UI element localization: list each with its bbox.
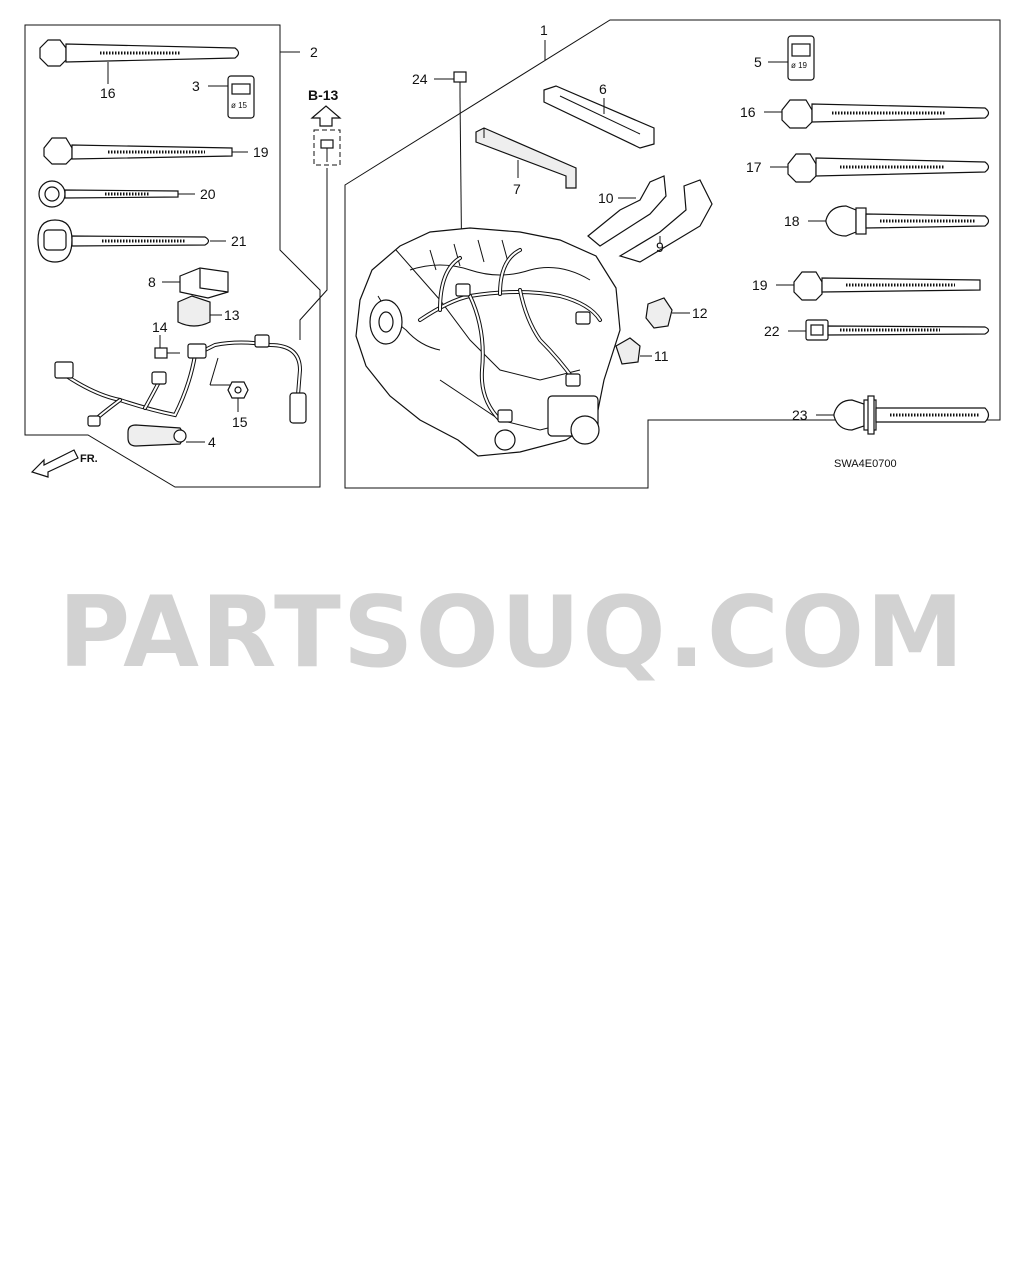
clamp-part-16-left — [39, 39, 240, 67]
group-outline-main — [344, 19, 1001, 489]
parts-diagram: 2 1 16 ø 15 3 19 20 21 — [24, 19, 1001, 489]
clamp-part-19-left — [43, 137, 233, 165]
callout-2: 2 — [310, 44, 318, 60]
sub-harness — [54, 334, 307, 427]
watermark: PARTSOUQ.COM — [0, 576, 1024, 690]
callout-5: 5 — [754, 54, 762, 70]
bracket-part-9 — [618, 179, 713, 263]
cover-part-8 — [179, 267, 229, 299]
callout-22: 22 — [764, 323, 780, 339]
callout-19-right: 19 — [752, 277, 768, 293]
callout-17: 17 — [746, 159, 762, 175]
svg-text:ø 19: ø 19 — [791, 61, 808, 70]
clamp-part-16-right — [781, 99, 990, 129]
bolt-part-24 — [453, 71, 467, 96]
callout-15: 15 — [232, 414, 248, 430]
svg-text:FR.: FR. — [80, 453, 98, 465]
tie-part-22 — [805, 319, 990, 341]
bracket-part-6 — [543, 85, 655, 149]
callout-16-left: 16 — [100, 85, 116, 101]
callout-12: 12 — [692, 305, 708, 321]
nut-part-15 — [227, 381, 249, 399]
callout-18: 18 — [784, 213, 800, 229]
callout-3: 3 — [192, 78, 200, 94]
clamp-part-21 — [37, 219, 210, 263]
section-ref-box — [313, 129, 341, 166]
clip-part-3: ø 15 — [227, 75, 255, 119]
clip-part-5: ø 19 — [787, 35, 815, 81]
clip-part-12 — [645, 297, 673, 329]
cover-part-4 — [127, 424, 187, 447]
bracket-part-10 — [587, 175, 667, 247]
svg-text:ø 15: ø 15 — [231, 101, 248, 110]
clip-part-11 — [615, 337, 641, 365]
callout-16-right: 16 — [740, 104, 756, 120]
bolt-b13 — [320, 139, 334, 162]
group-outline-left — [24, 24, 321, 488]
callout-6: 6 — [599, 81, 607, 97]
section-ref-arrow — [310, 105, 342, 127]
cover-part-13 — [177, 295, 211, 327]
band-part-20 — [38, 180, 179, 208]
clamp-part-23 — [833, 395, 990, 435]
watermark-text: PARTSOUQ.COM — [58, 576, 966, 690]
callout-10: 10 — [598, 190, 614, 206]
bolt-part-14 — [154, 347, 180, 359]
clamp-part-17 — [787, 153, 990, 183]
callout-11: 11 — [654, 348, 669, 364]
callout-8: 8 — [148, 274, 156, 290]
clamp-part-19-right — [793, 271, 981, 301]
callout-9: 9 — [656, 239, 664, 255]
callout-23: 23 — [792, 407, 808, 423]
diagram-code: SWA4E0700 — [834, 458, 897, 470]
callout-24: 24 — [412, 71, 428, 87]
cover-part-7 — [475, 127, 577, 189]
front-direction-arrow: FR. — [30, 449, 98, 478]
callout-1: 1 — [540, 22, 548, 38]
clamp-part-18 — [825, 205, 990, 237]
callout-7: 7 — [513, 181, 521, 197]
leader-b13 — [299, 168, 328, 340]
engine-assembly — [355, 227, 621, 457]
callout-20: 20 — [200, 186, 216, 202]
callout-4: 4 — [208, 434, 216, 450]
section-reference: B-13 — [308, 87, 339, 103]
callout-21: 21 — [231, 233, 247, 249]
callout-19-left: 19 — [253, 144, 269, 160]
callout-13: 13 — [224, 307, 240, 323]
callout-14: 14 — [152, 319, 168, 335]
